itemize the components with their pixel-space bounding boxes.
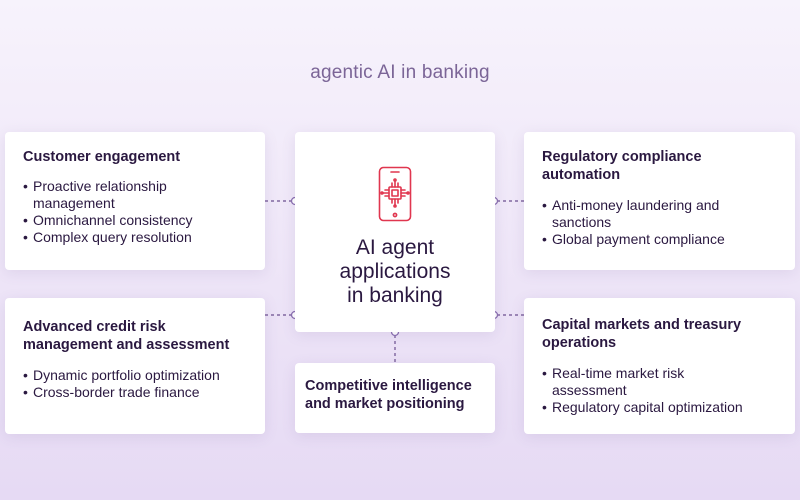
card-title-line: Competitive intelligence — [305, 378, 472, 394]
card-title: Regulatory compliance automation — [542, 148, 777, 184]
card-competitive-intelligence: Competitive intelligence and market posi… — [295, 363, 495, 433]
list-item-continuation: assessment — [552, 382, 627, 398]
card-title-line: automation — [542, 167, 621, 183]
card-title-line: Regulatory compliance — [542, 149, 702, 165]
card-title: Advanced credit risk management and asse… — [23, 318, 247, 354]
card-center-ai-agent: AI agent applications in banking — [295, 132, 495, 332]
list-item: Global payment compliance — [542, 231, 777, 248]
center-title-line: in banking — [347, 284, 443, 307]
card-list: Proactive relationship management Omnich… — [23, 178, 247, 246]
list-item: Cross-border trade finance — [23, 384, 247, 401]
card-list: Real-time market risk assessment Regulat… — [542, 365, 777, 416]
card-title: Customer engagement — [23, 149, 181, 165]
list-item: Complex query resolution — [23, 229, 247, 246]
list-item: Dynamic portfolio optimization — [23, 367, 247, 384]
card-list: Dynamic portfolio optimization Cross-bor… — [23, 367, 247, 401]
list-item-continuation: management — [33, 195, 115, 211]
list-item: Proactive relationship — [23, 178, 247, 195]
card-list: Anti-money laundering and sanctions Glob… — [542, 197, 777, 248]
list-item-continuation: sanctions — [552, 214, 612, 230]
smartphone-chip-icon — [378, 166, 412, 222]
card-title-line: and market positioning — [305, 396, 465, 412]
card-credit-risk: Advanced credit risk management and asse… — [5, 298, 265, 434]
center-title-line: applications — [339, 260, 451, 283]
center-title-line: AI agent — [355, 236, 435, 259]
list-item: Real-time market risk — [542, 365, 777, 382]
list-item: Anti-money laundering and — [542, 197, 777, 214]
center-title: AI agent applications in banking — [295, 236, 495, 308]
card-title-line: management and assessment — [23, 337, 230, 353]
card-regulatory-compliance: Regulatory compliance automation Anti-mo… — [524, 132, 795, 270]
card-title-line: Advanced credit risk — [23, 319, 166, 335]
page-subtitle: agentic AI in banking — [310, 62, 490, 83]
card-title: Capital markets and treasury operations — [542, 316, 777, 352]
list-item: Regulatory capital optimization — [542, 399, 777, 416]
card-customer-engagement: Customer engagement Proactive relationsh… — [5, 132, 265, 270]
card-capital-markets: Capital markets and treasury operations … — [524, 298, 795, 434]
card-title-line: operations — [542, 335, 617, 351]
card-title-line: Capital markets and treasury — [542, 317, 742, 333]
list-item: Omnichannel consistency — [23, 212, 247, 229]
card-title: Competitive intelligence and market posi… — [305, 377, 485, 413]
